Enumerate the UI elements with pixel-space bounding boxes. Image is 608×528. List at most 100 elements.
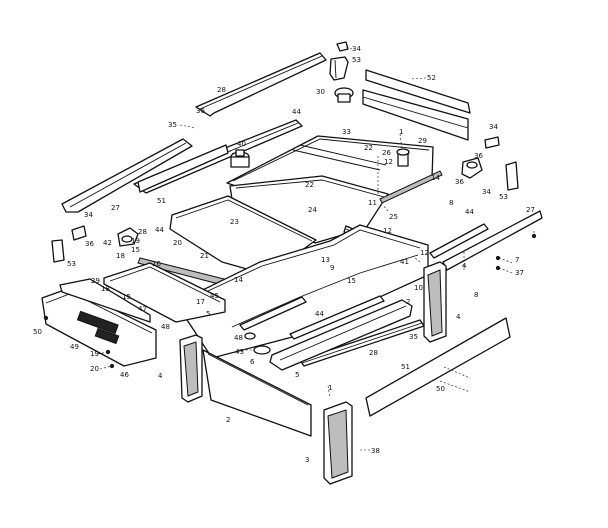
callout-45: 45 <box>210 292 219 300</box>
screw-46 <box>244 332 256 340</box>
corner-bracket-53 <box>329 56 349 81</box>
screw-7 <box>495 233 537 271</box>
callout-9: 9 <box>330 264 334 272</box>
callout-34: 34 <box>84 211 93 219</box>
callout-22: 22 <box>305 181 314 189</box>
callout-4: 4 <box>462 262 467 270</box>
callout-5: 5 <box>295 371 299 379</box>
callout-2: 2 <box>406 298 410 306</box>
bracket-53-left <box>51 239 65 263</box>
callout-24: 24 <box>308 206 317 214</box>
callout-27: 27 <box>111 204 120 212</box>
clip-36-left <box>71 225 87 241</box>
callout-18: 18 <box>116 252 125 260</box>
callout-10: 10 <box>414 284 423 292</box>
trim-29-left <box>59 278 151 323</box>
callout-26: 26 <box>382 149 391 157</box>
callout-27: 27 <box>526 206 535 214</box>
callout-36: 36 <box>455 178 464 186</box>
callout-21: 21 <box>200 252 209 260</box>
callout-15: 15 <box>131 246 140 254</box>
callout-47: 47 <box>138 305 147 313</box>
screw-19-20 <box>43 315 115 369</box>
callout-25: 25 <box>389 213 398 221</box>
callout-44: 44 <box>315 310 324 318</box>
callout-22: 22 <box>364 144 373 152</box>
bracket-53-right <box>505 161 519 191</box>
frame-body <box>175 224 429 359</box>
callout-20: 20 <box>90 365 99 373</box>
callout-48: 48 <box>161 323 170 331</box>
callout-5: 5 <box>206 310 210 318</box>
callout-51: 51 <box>157 197 166 205</box>
callout-2: 2 <box>226 416 230 424</box>
callout-52: 52 <box>427 74 436 82</box>
callout-14: 14 <box>234 276 243 284</box>
callout-4: 4 <box>158 372 163 380</box>
callout-28: 28 <box>217 86 226 94</box>
callout-34: 34 <box>482 188 491 196</box>
callout-28: 28 <box>138 228 147 236</box>
callout-34: 34 <box>352 45 361 53</box>
callout-labels: 34 53 52 28 30 36 44 35 33 1 29 34 40 22… <box>33 45 535 464</box>
callout-16: 16 <box>152 260 161 268</box>
callout-12: 12 <box>384 158 393 166</box>
leader-lines <box>97 46 535 451</box>
callout-15: 15 <box>347 277 356 285</box>
kick-panel-51 <box>365 317 511 417</box>
callout-29: 29 <box>418 137 427 145</box>
rail-14-right <box>379 170 443 204</box>
callout-7: 7 <box>515 256 519 264</box>
callout-1: 1 <box>328 384 332 392</box>
callout-51: 51 <box>401 363 410 371</box>
leg-right-back <box>423 261 447 343</box>
callout-42: 42 <box>103 239 112 247</box>
burner-bracket-40 <box>230 149 250 168</box>
callout-35: 35 <box>168 121 177 129</box>
callout-19: 19 <box>90 350 99 358</box>
screw-43 <box>253 345 271 355</box>
hinge-30 <box>334 87 354 103</box>
callout-30: 30 <box>316 88 325 96</box>
callout-13: 13 <box>321 256 330 264</box>
callout-12: 12 <box>420 249 429 257</box>
callout-53: 53 <box>352 56 361 64</box>
trim-rail-52 <box>365 69 471 114</box>
side-rail-27 <box>61 138 193 213</box>
fastener-group-26 <box>396 148 410 167</box>
drawer-rail-18 <box>103 262 226 323</box>
callout-53: 53 <box>499 193 508 201</box>
callout-38: 38 <box>371 447 380 455</box>
callout-33: 33 <box>342 128 351 136</box>
strip-44-mid <box>239 295 385 340</box>
callout-43: 43 <box>235 348 244 356</box>
callout-23: 23 <box>230 218 239 226</box>
callout-8: 8 <box>474 291 478 299</box>
callout-1: 1 <box>399 128 403 136</box>
callout-48: 48 <box>234 334 243 342</box>
callout-8: 8 <box>449 199 453 207</box>
front-panel-2 <box>202 349 312 437</box>
callout-17: 17 <box>196 298 205 306</box>
callout-50: 50 <box>436 385 445 393</box>
callout-29: 29 <box>91 277 100 285</box>
callout-44: 44 <box>292 108 301 116</box>
clip-34-top <box>336 41 349 52</box>
hinge-42 <box>117 227 139 247</box>
callout-14: 14 <box>431 174 440 182</box>
callout-3: 3 <box>305 456 309 464</box>
callout-34: 34 <box>489 123 498 131</box>
callout-11: 11 <box>368 199 377 207</box>
callout-50: 50 <box>33 328 42 336</box>
rail-51 <box>137 144 229 193</box>
callout-41: 41 <box>400 258 409 266</box>
clip-34-right <box>484 136 500 149</box>
callout-37: 37 <box>515 269 524 277</box>
callout-46: 46 <box>120 371 129 379</box>
rail-44-right <box>429 223 489 259</box>
callout-19: 19 <box>131 237 140 245</box>
callout-4: 4 <box>456 313 461 321</box>
callout-36: 36 <box>474 152 483 160</box>
callout-35: 35 <box>409 333 418 341</box>
